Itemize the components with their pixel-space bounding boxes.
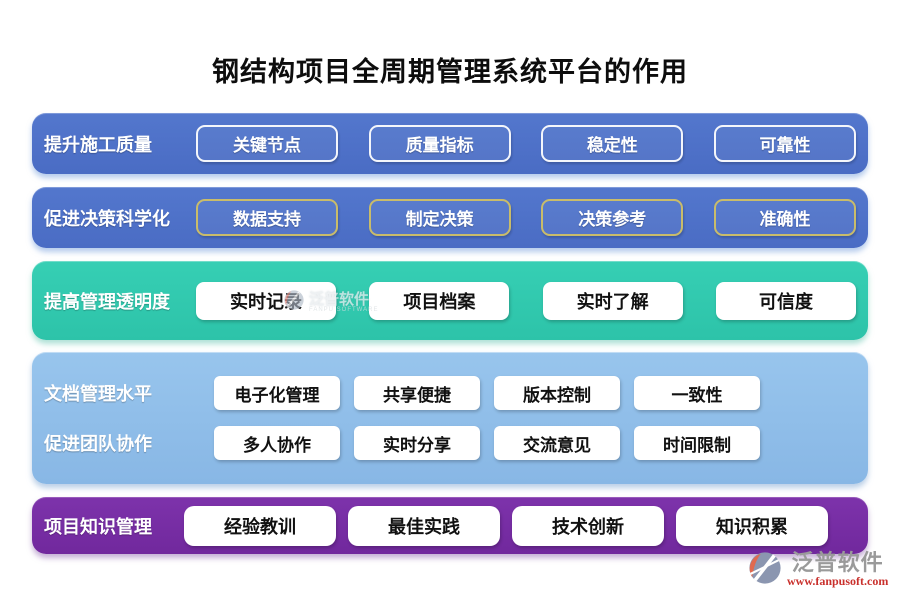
watermark-url: www.fanpusoft.com xyxy=(787,574,889,588)
band-label: 文档管理水平 xyxy=(44,384,152,404)
band-label: 促进决策科学化 xyxy=(44,208,170,229)
feature-chip[interactable]: 技术创新 xyxy=(512,505,664,546)
feature-chip[interactable]: 最佳实践 xyxy=(348,505,500,546)
feature-chip[interactable]: 经验教训 xyxy=(184,505,336,546)
band-document-and-teamwork: 文档管理水平 电子化管理 共享便捷 版本控制 一致性 促进团队协作 多人协作 实… xyxy=(32,352,868,484)
feature-chip[interactable]: 可靠性 xyxy=(713,125,856,162)
feature-chip[interactable]: 准确性 xyxy=(713,199,856,236)
chip-row: 实时记录 项目档案 实时了解 可信度 xyxy=(196,281,868,320)
feature-chip[interactable]: 一致性 xyxy=(634,376,760,410)
band-project-knowledge: 项目知识管理 经验教训 最佳实践 技术创新 知识积累 xyxy=(32,497,868,554)
feature-chip[interactable]: 实时了解 xyxy=(542,281,683,320)
band-improve-construction-quality: 提升施工质量 关键节点 质量指标 稳定性 可靠性 xyxy=(32,113,868,174)
feature-chip[interactable]: 制定决策 xyxy=(368,199,511,236)
feature-chip[interactable]: 实时分享 xyxy=(354,426,480,460)
feature-chip[interactable]: 时间限制 xyxy=(634,426,760,460)
feature-chip[interactable]: 项目档案 xyxy=(369,281,510,320)
feature-chip[interactable]: 关键节点 xyxy=(196,125,338,162)
band-management-transparency: 提高管理透明度 实时记录 项目档案 实时了解 可信度 xyxy=(32,261,868,340)
band-label: 促进团队协作 xyxy=(44,434,152,454)
feature-chip[interactable]: 可信度 xyxy=(715,281,856,320)
chip-row: 经验教训 最佳实践 技术创新 知识积累 xyxy=(184,505,868,546)
feature-chip[interactable]: 数据支持 xyxy=(196,199,338,236)
subrow-team-collaboration: 促进团队协作 多人协作 实时分享 交流意见 时间限制 xyxy=(32,418,868,468)
feature-chip[interactable]: 知识积累 xyxy=(676,505,828,546)
watermark-brand: 泛普软件 xyxy=(791,550,884,575)
feature-chip[interactable]: 稳定性 xyxy=(541,125,684,162)
footer-watermark: 泛普软件 www.fanpusoft.com xyxy=(748,551,888,590)
feature-chip[interactable]: 多人协作 xyxy=(214,426,340,460)
feature-chip[interactable]: 质量指标 xyxy=(368,125,511,162)
feature-chip[interactable]: 版本控制 xyxy=(494,376,620,410)
fanpu-logo-icon xyxy=(748,551,782,590)
feature-chip[interactable]: 实时记录 xyxy=(196,281,336,320)
feature-chip[interactable]: 交流意见 xyxy=(494,426,620,460)
subrow-document-management: 文档管理水平 电子化管理 共享便捷 版本控制 一致性 xyxy=(32,368,868,418)
band-scientific-decision: 促进决策科学化 数据支持 制定决策 决策参考 准确性 xyxy=(32,187,868,248)
chip-row: 关键节点 质量指标 稳定性 可靠性 xyxy=(196,125,868,162)
band-label: 项目知识管理 xyxy=(44,516,152,537)
feature-chip[interactable]: 电子化管理 xyxy=(214,376,340,410)
band-label: 提升施工质量 xyxy=(44,134,152,155)
chip-row: 数据支持 制定决策 决策参考 准确性 xyxy=(196,199,868,236)
chip-row: 电子化管理 共享便捷 版本控制 一致性 xyxy=(214,376,868,410)
feature-chip[interactable]: 决策参考 xyxy=(541,199,684,236)
feature-chip[interactable]: 共享便捷 xyxy=(354,376,480,410)
band-label: 提高管理透明度 xyxy=(44,291,170,312)
page-title: 钢结构项目全周期管理系统平台的作用 xyxy=(212,57,688,87)
chip-row: 多人协作 实时分享 交流意见 时间限制 xyxy=(214,426,868,460)
